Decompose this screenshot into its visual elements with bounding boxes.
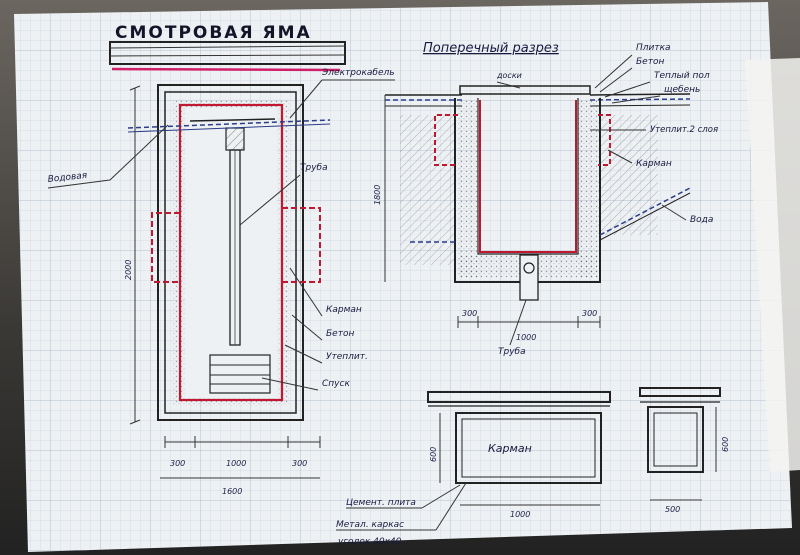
pocket-right [282, 207, 321, 283]
cross-section-title: Поперечный разрез [423, 41, 559, 56]
plan-dim-middle: 1000 [226, 459, 246, 468]
plan-dim-right: 300 [292, 459, 307, 468]
top-beam [109, 41, 346, 65]
label-section-water: Вода [690, 215, 713, 225]
label-section-pocket: Карман [636, 159, 672, 169]
insulation-outline [178, 103, 284, 402]
section-boards [459, 85, 591, 95]
label-boards: доски [496, 71, 522, 80]
second-sheet [745, 58, 800, 472]
descent-steps [209, 354, 271, 394]
label-section-pipe: Труба [498, 347, 526, 357]
section-dim-middle: 1000 [516, 333, 536, 342]
pit-outer-wall [157, 84, 304, 421]
plan-dim-total: 1600 [222, 487, 242, 496]
label-section-insulation: Утеплит.2 слоя [650, 125, 718, 135]
pocket-height-a: 600 [429, 447, 438, 462]
drain-pipe [519, 254, 539, 301]
pocket-width: 1000 [510, 510, 530, 519]
pipe-grate [225, 127, 245, 151]
label-pocket: Карман [326, 305, 362, 315]
section-pocket-left [434, 114, 458, 166]
pocket-height-b: 600 [721, 437, 730, 452]
section-dim-left: 300 [462, 309, 477, 318]
label-concrete: Бетон [326, 329, 354, 339]
label-pipe: Труба [300, 163, 328, 173]
plan-dim-left: 300 [170, 459, 185, 468]
pocket-frame [455, 412, 602, 484]
label-descent: Спуск [322, 379, 350, 389]
section-dim-right: 300 [582, 309, 597, 318]
section-pocket-right [598, 114, 611, 166]
pocket-side-slab [639, 387, 721, 397]
label-tile: Плитка [636, 43, 671, 53]
label-gravel: щебень [664, 85, 700, 95]
plan-height-dim: 2000 [124, 260, 133, 280]
pocket-top-slab [427, 391, 611, 403]
label-water: Водовая [47, 171, 88, 185]
pocket-depth: 500 [665, 505, 680, 514]
section-height-dim: 1800 [373, 185, 382, 205]
label-cement-board: Цемент. плита [346, 498, 416, 508]
label-insulation: Утеплит. [326, 352, 368, 362]
pocket-left [151, 212, 180, 283]
pocket-side-frame [647, 406, 704, 473]
label-angle: уголок 40х40 [337, 537, 402, 547]
pocket-detail-label: Карман [488, 442, 532, 455]
main-title: СМОТРОВАЯ ЯМА [115, 23, 312, 43]
label-cable: Электрокабель [321, 68, 395, 78]
label-metal-frame: Метал. каркас [336, 520, 404, 530]
label-section-concrete: Бетон [636, 57, 664, 67]
label-warm-floor: Теплый пол [654, 71, 710, 81]
